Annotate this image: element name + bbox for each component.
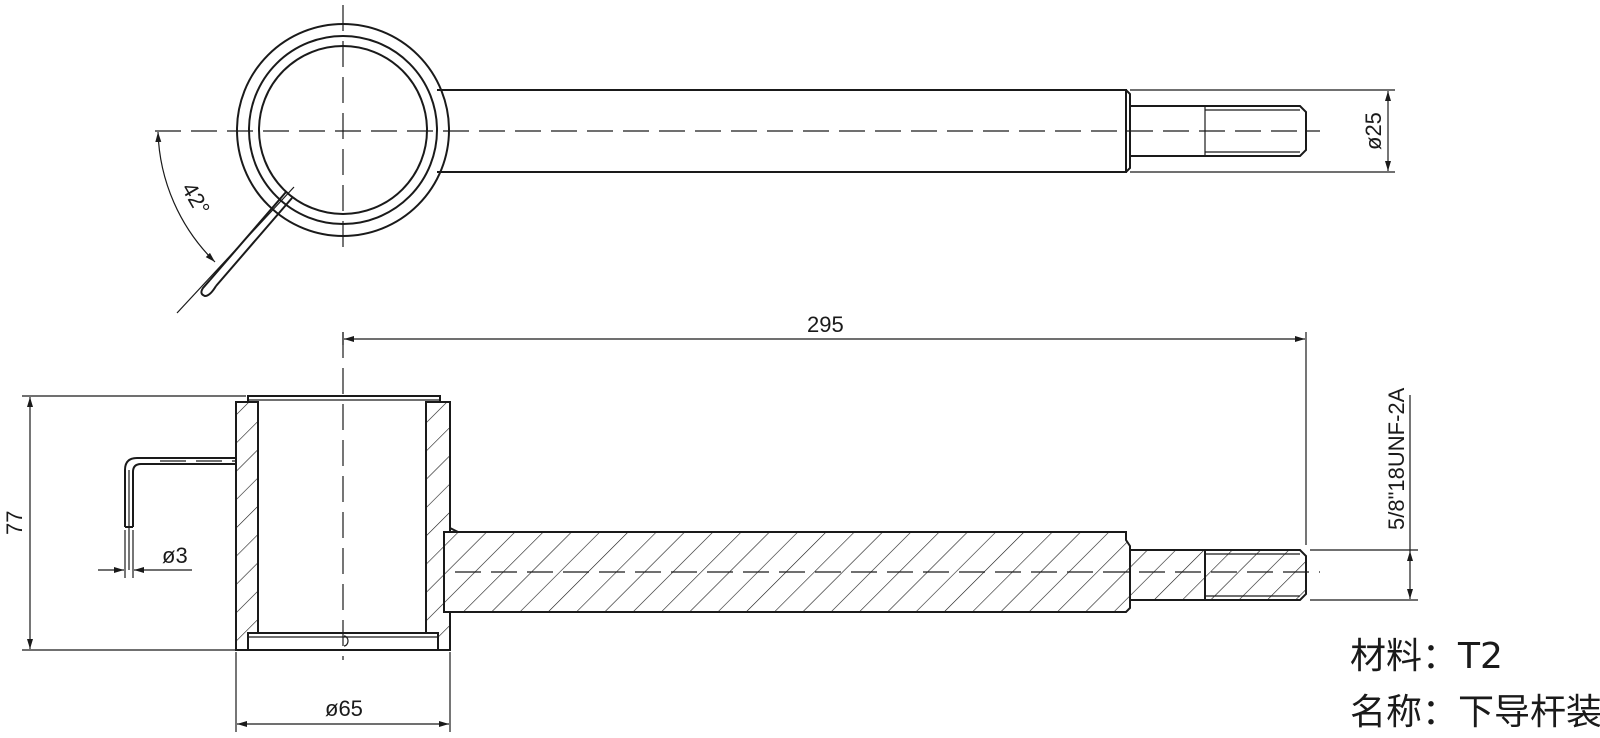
- material-label: 材料：: [1350, 636, 1458, 677]
- top-shaft-outline: [437, 89, 1127, 173]
- l-pin-inner: [132, 463, 236, 527]
- top-thread-end: [1130, 105, 1307, 157]
- angle-dimension-arc: [155, 131, 216, 263]
- material-value: T2: [1457, 636, 1503, 677]
- dim77-label: 77: [2, 511, 27, 535]
- dim295-label: 295: [807, 312, 844, 337]
- l-pin-outer: [124, 457, 236, 527]
- name-value: 下导杆装配: [1458, 692, 1600, 733]
- d25-dimension-label: ø25: [1361, 112, 1386, 150]
- top-view: 42° ø25: [155, 5, 1395, 314]
- cup-top-rim: [247, 395, 441, 402]
- drain-hole: [343, 635, 349, 647]
- angle-dimension-label: 42°: [177, 178, 215, 219]
- name-label: 名称：: [1350, 692, 1458, 733]
- material-line: 材料：T2: [1350, 636, 1503, 677]
- section-thread-body: [1129, 549, 1307, 601]
- pin-tip: [200, 279, 217, 298]
- pin-axis-line: [176, 186, 295, 314]
- thread-spec-label: 5/8"18UNF-2A: [1384, 387, 1409, 530]
- pin-edge-2: [215, 197, 293, 287]
- section-view: 295 5/8"18UNF-2A 77 ø3 ø65: [2, 312, 1418, 732]
- name-line: 名称：下导杆装配: [1350, 692, 1600, 733]
- d3-label: ø3: [162, 543, 188, 568]
- title-block: 材料：T2 名称：下导杆装配: [1350, 636, 1600, 733]
- cup-left-wall: [235, 401, 259, 651]
- cup-bottom-plate: [247, 632, 439, 651]
- d65-label: ø65: [325, 696, 363, 721]
